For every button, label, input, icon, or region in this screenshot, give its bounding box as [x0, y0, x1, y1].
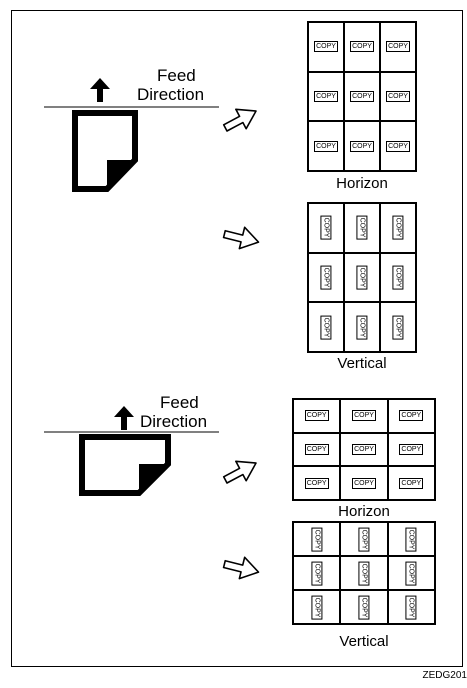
hollow-arrow-icon: [222, 226, 260, 250]
grid-cell: COPY: [293, 466, 341, 500]
copy-label: COPY: [350, 140, 374, 152]
up-arrow-icon: [90, 78, 110, 102]
copy-label: COPY: [314, 41, 338, 53]
grid-cell: COPY: [293, 556, 341, 590]
copy-grid-horizon-landscape: COPY COPY COPY COPY COPY COPY COPY COPY …: [292, 398, 436, 501]
grid-cell: COPY: [387, 466, 435, 500]
grid-cell: COPY: [387, 590, 435, 624]
copy-label: COPY: [358, 561, 370, 585]
copy-label: COPY: [304, 443, 329, 455]
grid-cell: COPY: [340, 522, 388, 556]
grid-cell: COPY: [308, 71, 344, 122]
hollow-arrow-icon: [222, 460, 257, 484]
copy-label: COPY: [314, 90, 338, 102]
copy-label: COPY: [399, 410, 424, 422]
grid-cell: COPY: [293, 432, 341, 467]
copy-label: COPY: [320, 215, 332, 240]
grid-caption: Vertical: [337, 355, 387, 372]
grid-cell: COPY: [380, 203, 416, 253]
grid-cell: COPY: [340, 399, 388, 433]
direction-label: Direction: [137, 85, 205, 104]
grid-cell: COPY: [340, 590, 388, 624]
grid-cell: COPY: [380, 121, 416, 171]
grid-cell: COPY: [344, 121, 380, 171]
copy-label: COPY: [356, 215, 368, 240]
grid-cell: COPY: [387, 556, 435, 590]
copy-label: COPY: [405, 561, 417, 585]
copy-label: COPY: [356, 265, 368, 290]
feed-line: [44, 106, 219, 108]
copy-label: COPY: [356, 315, 368, 340]
landscape-document-icon: [79, 434, 171, 496]
grid-cell: COPY: [344, 71, 380, 122]
copy-label: COPY: [386, 140, 410, 152]
copy-grid-horizon-portrait: COPY COPY COPY COPY COPY COPY COPY COPY …: [307, 21, 417, 172]
copy-label: COPY: [314, 140, 338, 152]
grid-cell: COPY: [293, 590, 341, 624]
grid-cell: COPY: [344, 203, 380, 253]
copy-label: COPY: [386, 41, 410, 53]
direction-label: Direction: [140, 412, 208, 431]
copy-label: COPY: [350, 90, 374, 102]
copy-label: COPY: [386, 90, 410, 102]
grid-caption: Horizon: [336, 175, 388, 192]
grid-cell: COPY: [340, 466, 388, 500]
grid-cell: COPY: [387, 399, 435, 433]
hollow-arrow-icon: [222, 108, 257, 132]
grid-cell: COPY: [344, 22, 380, 72]
grid-cell: COPY: [308, 121, 344, 171]
copy-label: COPY: [392, 215, 404, 240]
copy-label: COPY: [392, 315, 404, 340]
grid-cell: COPY: [340, 432, 388, 467]
grid-cell: COPY: [308, 203, 344, 253]
feed-label: Feed: [157, 66, 196, 85]
copy-label: COPY: [392, 265, 404, 290]
grid-cell: COPY: [344, 252, 380, 303]
diagram-frame: [11, 10, 463, 667]
copy-label: COPY: [350, 41, 374, 53]
grid-cell: COPY: [293, 399, 341, 433]
grid-cell: COPY: [308, 252, 344, 303]
grid-caption: Vertical: [339, 633, 389, 650]
copy-label: COPY: [311, 595, 323, 619]
copy-label: COPY: [304, 410, 329, 422]
copy-label: COPY: [304, 477, 329, 489]
copy-label: COPY: [352, 443, 376, 455]
grid-cell: COPY: [380, 252, 416, 303]
copy-label: COPY: [352, 477, 376, 489]
copy-label: COPY: [405, 595, 417, 619]
copy-label: COPY: [311, 561, 323, 585]
copy-label: COPY: [358, 527, 370, 551]
grid-cell: COPY: [380, 22, 416, 72]
copy-label: COPY: [320, 265, 332, 290]
figure-code: ZEDG201: [422, 670, 467, 681]
feed-label: Feed: [160, 393, 199, 412]
grid-cell: COPY: [344, 302, 380, 352]
grid-cell: COPY: [380, 71, 416, 122]
copy-label: COPY: [399, 477, 424, 489]
grid-cell: COPY: [387, 432, 435, 467]
copy-label: COPY: [320, 315, 332, 340]
copy-label: COPY: [311, 527, 323, 551]
grid-cell: COPY: [380, 302, 416, 352]
copy-grid-vertical-landscape: COPY COPY COPY COPY COPY COPY COPY COPY …: [292, 521, 436, 625]
copy-label: COPY: [405, 527, 417, 551]
grid-cell: COPY: [308, 302, 344, 352]
up-arrow-icon: [114, 406, 134, 430]
grid-caption: Horizon: [338, 503, 390, 520]
copy-label: COPY: [352, 410, 376, 422]
portrait-document-icon: [72, 110, 138, 192]
feed-line: [44, 431, 219, 433]
copy-label: COPY: [358, 595, 370, 619]
grid-cell: COPY: [340, 556, 388, 590]
copy-grid-vertical-portrait: COPY COPY COPY COPY COPY COPY COPY COPY …: [307, 202, 417, 353]
grid-cell: COPY: [293, 522, 341, 556]
grid-cell: COPY: [387, 522, 435, 556]
grid-cell: COPY: [308, 22, 344, 72]
hollow-arrow-icon: [222, 556, 260, 580]
copy-label: COPY: [399, 443, 424, 455]
